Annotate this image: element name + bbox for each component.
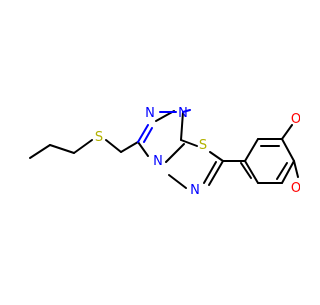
bond-ar-1 [244,138,259,162]
nitrogen-bonds [137,109,191,143]
structure-canvas: N N N N S S O O [0,0,302,300]
molecule-structure: N N N N S S O O [0,0,302,300]
atom-o-upper: O [291,112,300,127]
bond-chain-2 [49,144,75,154]
bond-ar-o-upper [281,124,293,140]
bond-c8a-s [180,139,198,147]
background [0,0,300,300]
atom-n-bridge: N [153,154,163,169]
bond-c6-n5-double [203,161,217,184]
bond-n1-c-double [182,109,191,113]
bond-s-ch2 [105,139,122,153]
bond-c-bridge [180,111,184,141]
bond-ar-4-double [276,162,288,180]
bond-c3-n2 [137,124,149,143]
atom-labels: N N N N S S O O [95,106,301,198]
bond-ar-o-lower [293,160,299,178]
bond-ar-6-double [240,162,252,179]
atom-s-ring: S [199,138,207,153]
atom-s-chain: S [95,130,103,145]
bond-ar-4 [281,160,295,184]
bond-ar-3 [281,138,295,162]
atom-n-top-right: N [178,106,188,121]
bond-chain-3 [73,139,93,154]
bond-ch2-triazole [120,141,139,153]
bonds [29,110,299,189]
bond-chain-1 [29,144,51,159]
atom-n-top-left: N [145,106,155,121]
bond-ar-6 [244,160,259,184]
atom-n-lower: N [190,183,200,198]
atom-o-lower: O [291,181,300,196]
bond-n4-c8a [165,143,185,163]
bond-c3-n2-double [143,127,153,143]
bond-c6-n5 [208,160,224,186]
bond-c3-n4 [137,141,149,157]
bond-n5-n4 [168,174,187,189]
bond-s-c6 [209,151,224,162]
